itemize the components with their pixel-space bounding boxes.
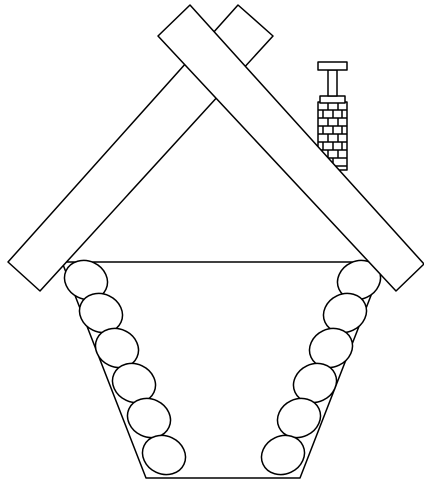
chimney-cap (320, 96, 345, 103)
house-wall (62, 262, 384, 478)
chimney-pipe (328, 70, 337, 96)
chimney-top (318, 62, 347, 70)
